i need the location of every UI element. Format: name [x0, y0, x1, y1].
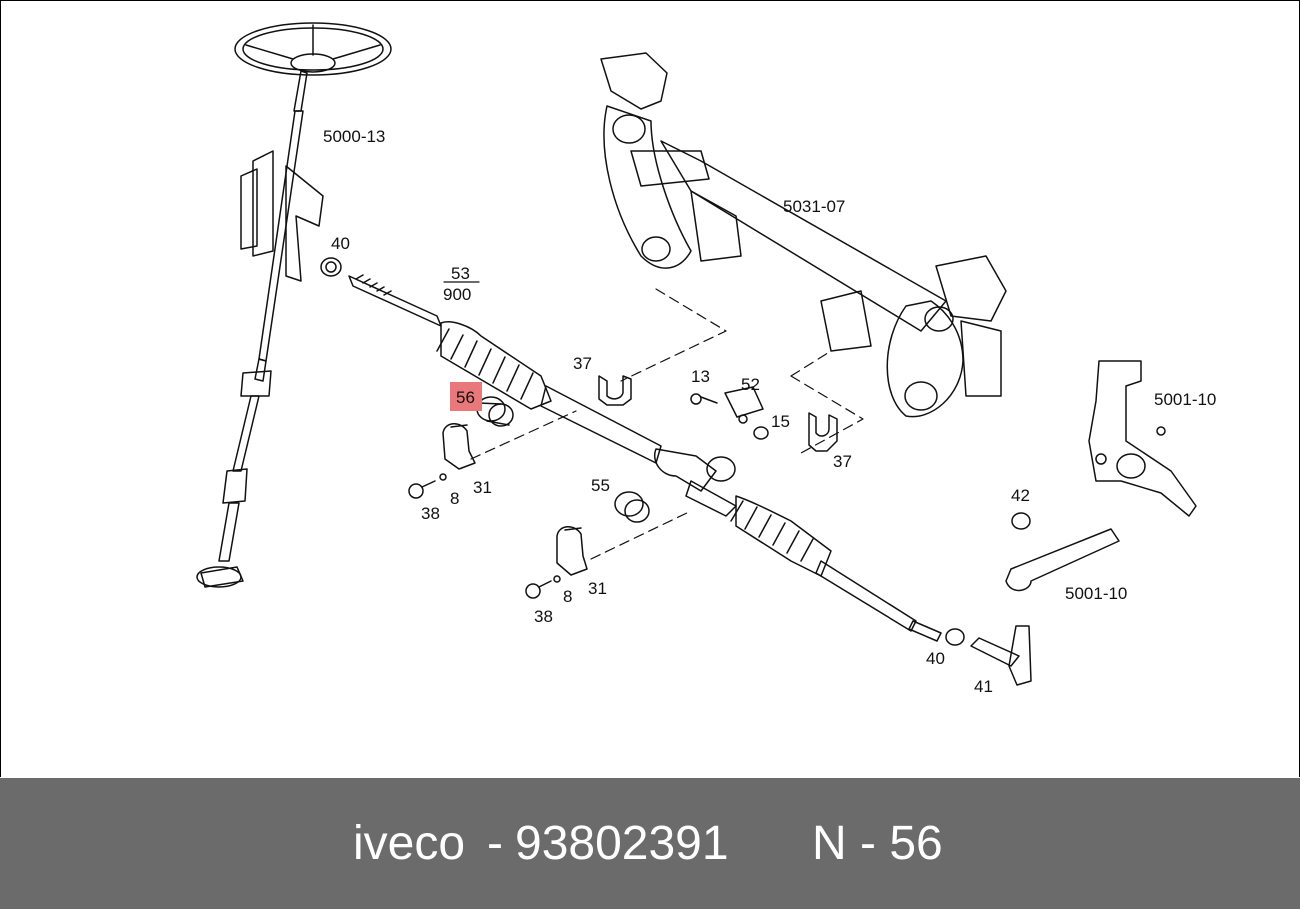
callout-38-upper: 38	[421, 504, 440, 523]
steering-rack-drawing	[348, 274, 942, 642]
callout-37-lower: 37	[833, 452, 852, 471]
callout-38-lower: 38	[534, 607, 553, 626]
diagram-frame: 5000-13 5031-07 40 53 900 37 13 52 15 37…	[0, 0, 1300, 777]
callout-31-upper: 31	[473, 478, 492, 497]
bushing-56-drawing	[476, 396, 514, 427]
clamp-31-lower-drawing	[556, 526, 588, 576]
clamp-37-upper-drawing	[598, 375, 632, 406]
callout-56: 56	[456, 388, 475, 407]
steering-knuckle-drawing	[1005, 360, 1197, 592]
callout-40-lower: 40	[926, 649, 945, 668]
footer-bar	[0, 778, 1300, 909]
callout-55: 55	[591, 476, 610, 495]
nut-40-upper-drawing	[320, 257, 342, 277]
callout-31-lower: 31	[588, 579, 607, 598]
callout-8-upper: 8	[450, 489, 459, 508]
steering-wheel-drawing	[234, 22, 392, 76]
callout-52: 52	[741, 375, 760, 394]
footer-position-label: N - 56	[812, 817, 943, 870]
bolts-drawing	[408, 386, 769, 599]
bushing-55-drawing	[614, 491, 650, 523]
axle-crossmember-drawing	[600, 52, 1007, 418]
callout-53: 53	[451, 264, 470, 283]
callout-5000-13: 5000-13	[323, 127, 385, 146]
callout-15: 15	[771, 412, 790, 431]
tie-rod-end-drawing	[945, 625, 1032, 686]
clamp-31-upper-drawing	[442, 423, 476, 470]
leader-lines	[470, 288, 864, 560]
callout-8-lower: 8	[563, 587, 572, 606]
footer-separator: -	[487, 817, 503, 870]
highlight-box-56	[450, 382, 482, 411]
callout-41: 41	[974, 677, 993, 696]
callout-42: 42	[1011, 486, 1030, 505]
callout-5031-07: 5031-07	[783, 197, 845, 216]
callout-5001-10-upper: 5001-10	[1154, 390, 1216, 409]
steering-exploded-diagram: 5000-13 5031-07 40 53 900 37 13 52 15 37…	[196, 22, 1216, 696]
footer-part-number: 93802391	[515, 817, 729, 870]
callout-900: 900	[443, 285, 471, 304]
callout-5001-10-lower: 5001-10	[1065, 584, 1127, 603]
callout-labels: 5000-13 5031-07 40 53 900 37 13 52 15 37…	[323, 127, 1216, 696]
callout-40-upper: 40	[331, 234, 350, 253]
callout-13: 13	[691, 367, 710, 386]
callout-37-upper: 37	[573, 354, 592, 373]
clamp-37-lower-drawing	[808, 412, 838, 452]
footer-brand: iveco	[353, 817, 466, 870]
steering-column-drawing	[196, 70, 324, 588]
